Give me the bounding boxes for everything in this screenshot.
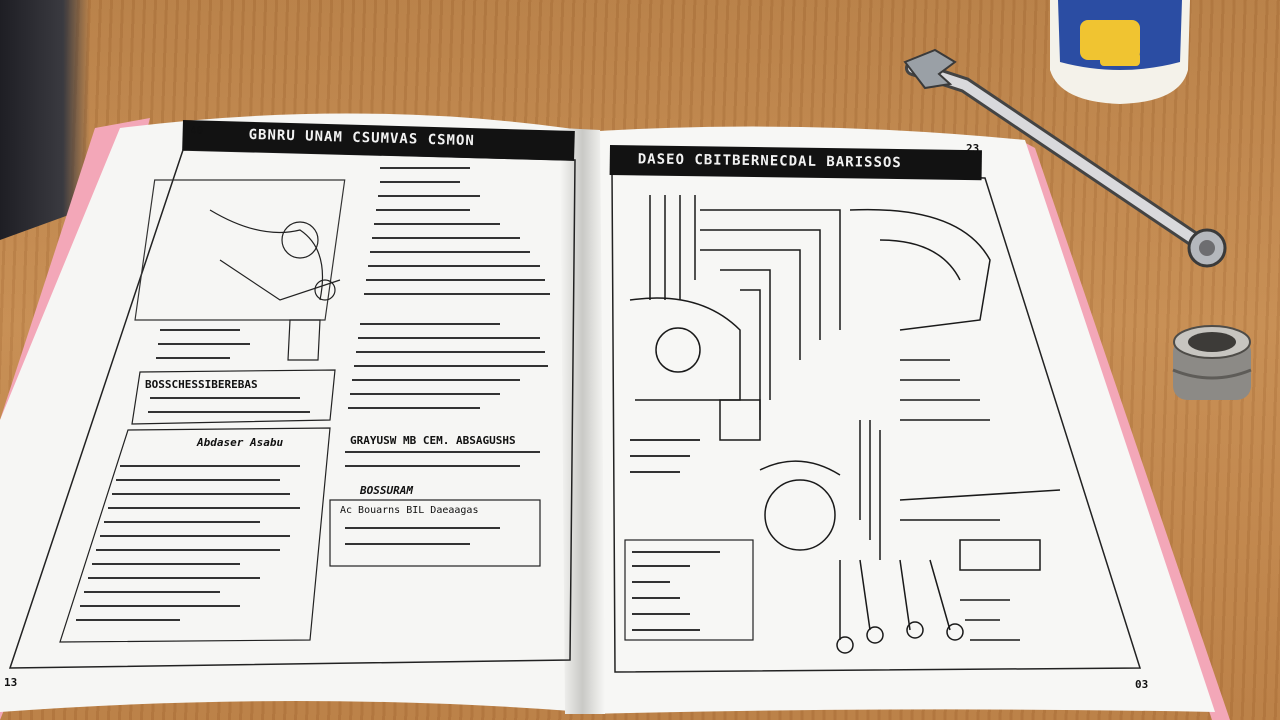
right-page-number-top: 23 <box>966 142 980 155</box>
left-page-number-top: 40 <box>190 124 204 137</box>
left-section-title-d: BOSSURAM <box>360 484 413 497</box>
left-section-title-c: GRAYUSW MB CEM. ABSAGUSHS <box>350 434 516 447</box>
socket-icon <box>1172 325 1252 400</box>
right-page-number-bottom: 03 <box>1135 678 1149 691</box>
wrench-icon <box>903 48 1227 268</box>
left-section-title-b: Abdaser Asabu <box>197 436 284 449</box>
right-page-header: DASEO CBITBERNECDAL BARISSOS <box>609 145 982 181</box>
left-box-caption: Ac Bouarns BIL Daeaagas <box>340 505 479 516</box>
left-section-title-a: BOSSCHESSIBEREBAS <box>145 378 258 391</box>
left-page-number-bottom: 13 <box>4 676 18 689</box>
bottle-icon <box>1050 0 1190 104</box>
